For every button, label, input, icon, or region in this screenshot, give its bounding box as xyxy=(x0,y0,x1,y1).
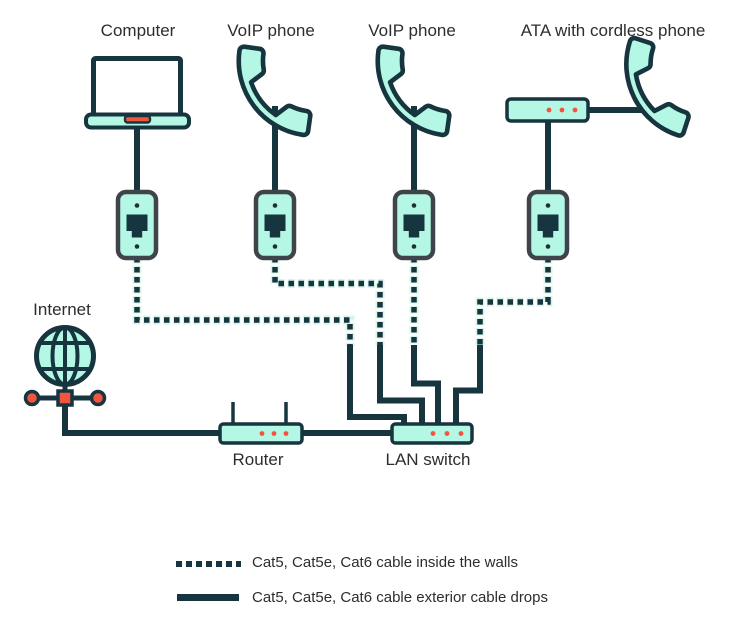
ata-box-icon xyxy=(505,97,590,123)
router-label: Router xyxy=(232,450,284,469)
legend-dashed-line-swatch xyxy=(176,561,241,567)
drop-ata xyxy=(453,345,483,427)
cable-wall-ata xyxy=(477,257,551,346)
legend-solid-line-swatch xyxy=(177,594,239,601)
cable-wall-computer xyxy=(134,257,353,346)
cables-exterior-drops xyxy=(62,106,652,436)
router-icon xyxy=(218,402,304,445)
lan-switch-label: LAN switch xyxy=(385,450,471,469)
switch-icon xyxy=(390,422,474,445)
legend-exterior-drops-label: Cat5, Cat5e, Cat6 cable exterior cable d… xyxy=(252,589,548,606)
phone-handset-icon xyxy=(368,46,457,135)
legend-inside-walls-label: Cat5, Cat5e, Cat6 cable inside the walls xyxy=(252,554,518,571)
ethernet-wall-jack-icon xyxy=(529,192,567,258)
voip-phone-2-label: VoIP phone xyxy=(368,21,456,40)
cables-inside-walls xyxy=(134,257,551,346)
voip-phone-1-label: VoIP phone xyxy=(227,21,315,40)
drop-computer xyxy=(347,345,407,427)
phone-handset-icon xyxy=(607,37,707,137)
drop-voip2 xyxy=(411,345,441,427)
ethernet-wall-jack-icon xyxy=(256,192,294,258)
drop-voip1 xyxy=(377,345,425,427)
ethernet-wall-jack-icon xyxy=(395,192,433,258)
ata-label: ATA with cordless phone xyxy=(520,21,706,40)
computer-label: Computer xyxy=(100,21,176,40)
ethernet-wall-jack-icon xyxy=(118,192,156,258)
phone-handset-icon xyxy=(229,46,318,135)
globe-icon xyxy=(23,325,107,407)
internet-label: Internet xyxy=(33,300,91,319)
laptop-icon xyxy=(84,56,191,130)
cable-internet-router xyxy=(62,400,222,436)
cable-wall-voip1 xyxy=(272,257,383,346)
cable-halos xyxy=(132,257,553,346)
